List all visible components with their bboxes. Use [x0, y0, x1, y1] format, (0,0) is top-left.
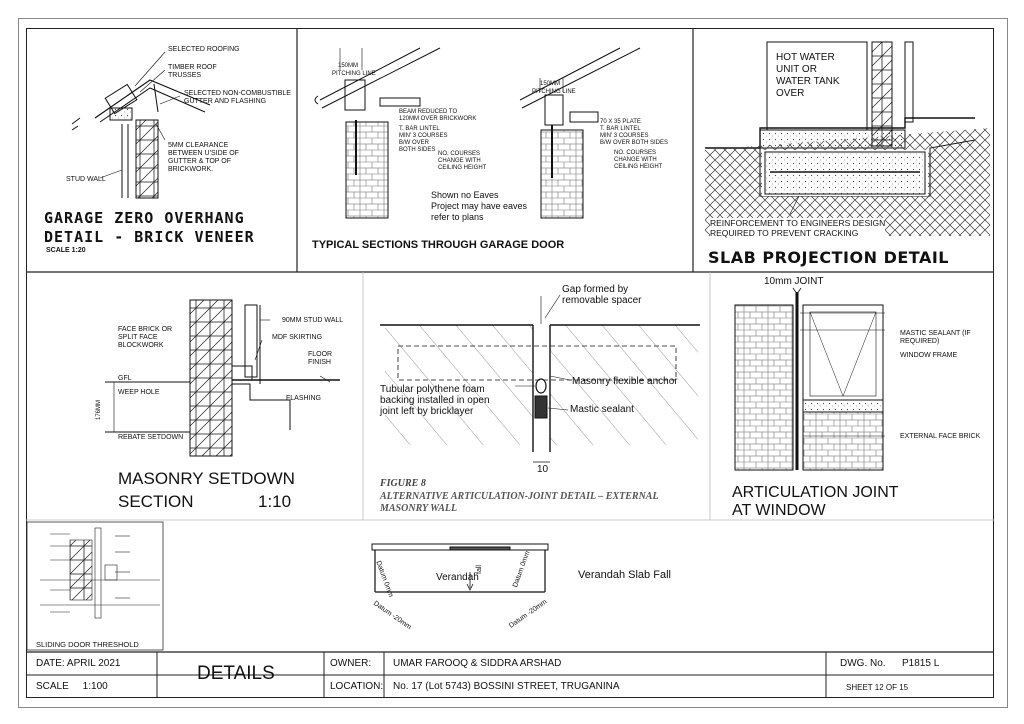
- tb-date: DATE: APRIL 2021: [36, 658, 121, 669]
- garage-title-line1: GARAGE ZERO OVERHANG: [44, 209, 245, 227]
- pitching-line-right: PITCHING LINE: [532, 89, 576, 95]
- label-flashing: FLASHING: [286, 395, 322, 402]
- tb-dwg-label: DWG. No.: [840, 658, 886, 669]
- dim-right: 150mm: [540, 81, 561, 87]
- label-stud-90: 90mm STUD WALL: [282, 317, 344, 324]
- label-plate: 70 x 35 PLATE: [600, 119, 641, 125]
- label-weep-hole: WEEP HOLE: [118, 389, 160, 396]
- label-foam: Tubular polythene foam backing installed…: [380, 384, 490, 417]
- label-rebate: REBATE SETDOWN: [118, 434, 184, 441]
- setdown-title-line2: SECTION: [118, 492, 194, 511]
- dim-left: 150mm: [338, 63, 359, 69]
- setdown-title-line1: MASONRY SETDOWN: [118, 469, 295, 488]
- articulation-title-line2: AT WINDOW: [732, 502, 826, 519]
- label-face-brick: FACE BRICK OR SPLIT FACE BLOCKWORK: [118, 326, 173, 349]
- dim-10: 10: [537, 464, 549, 475]
- slab-title: SLAB PROJECTION DETAIL: [708, 248, 949, 267]
- label-clearance: 5mm CLEARANCE BETWEEN U'SIDE OF GUTTER &…: [168, 142, 239, 173]
- label-gfl: GFL: [118, 375, 132, 382]
- label-lintel-left: T. BAR LINTEL MIN' 3 COURSES B/W OVER BO…: [399, 126, 448, 153]
- label-trusses: TIMBER ROOF TRUSSES: [168, 64, 217, 79]
- label-gutter: SELECTED NON-COMBUSTIBLE GUTTER AND FLAS…: [184, 90, 291, 105]
- tb-sheet-title: DETAILS: [197, 663, 275, 684]
- figure-number: FIGURE 8: [380, 478, 426, 489]
- sections-title: TYPICAL SECTIONS THROUGH GARAGE DOOR: [312, 239, 565, 251]
- garage-title-line2: DETAIL - BRICK VENEER: [44, 228, 255, 246]
- tb-location-value: No. 17 (Lot 5743) BOSSINI STREET, TRUGAN…: [393, 681, 620, 692]
- verandah-label: Verandah: [436, 572, 479, 583]
- label-skirting: MDF SKIRTING: [272, 334, 323, 341]
- label-stud-wall: STUD WALL: [66, 176, 106, 183]
- figure-caption: ALTERNATIVE ARTICULATION-JOINT DETAIL – …: [380, 491, 659, 514]
- label-10mm-joint: 10mm JOINT: [764, 276, 824, 287]
- dim-176: 176mm: [96, 399, 102, 420]
- sheet-border: [26, 28, 994, 698]
- fall-label: fall: [476, 565, 483, 574]
- verandah-title: Verandah Slab Fall: [578, 569, 671, 581]
- tb-scale: SCALE 1:100: [36, 681, 108, 692]
- label-floor-finish: FLOOR FINISH: [308, 351, 333, 366]
- label-mastic: Mastic sealant: [570, 404, 634, 415]
- tb-dwg-value: P1815 L: [902, 658, 940, 669]
- eaves-note: Shown no Eaves Project may have eaves re…: [431, 190, 528, 222]
- label-mastic-sealant: MASTIC SEALANT (IF REQUIRED): [900, 330, 971, 345]
- label-lintel-right: T. BAR LINTEL MIN' 3 COURSES B/W OVER BO…: [600, 126, 669, 146]
- label-anchor: Masonry flexible anchor: [572, 376, 678, 387]
- hot-water-label: HOT WATER UNIT OR WATER TANK OVER: [776, 52, 840, 99]
- tb-owner-label: OWNER:: [330, 658, 372, 669]
- label-beam: BEAM REDUCED TO 120mm OVER BRICKWORK: [399, 109, 477, 122]
- label-gap: Gap formed by removable spacer: [562, 284, 642, 306]
- garage-scale: SCALE 1:20: [46, 247, 86, 254]
- label-window-frame: WINDOW FRAME: [900, 352, 958, 359]
- threshold-title: SLIDING DOOR THRESHOLD: [36, 640, 139, 649]
- label-roofing: SELECTED ROOFING: [168, 46, 240, 53]
- setdown-scale: 1:10: [258, 492, 292, 511]
- label-courses-right: No. COURSES CHANGE WITH CEILING HEIGHT: [614, 150, 663, 170]
- tb-sheet-number: SHEET 12 OF 15: [846, 683, 909, 692]
- sheet-border-outer: [18, 18, 1008, 708]
- label-external-brick: EXTERNAL FACE BRICK: [900, 433, 981, 440]
- articulation-title-line1: ARTICULATION JOINT: [732, 484, 899, 501]
- tb-owner-value: UMAR FAROOQ & SIDDRA ARSHAD: [393, 658, 562, 669]
- tb-location-label: LOCATION:: [330, 681, 384, 692]
- pitching-line-left: PITCHING LINE: [332, 71, 376, 77]
- reinforcement-label: REINFORCEMENT TO ENGINEERS DESIGN REQUIR…: [710, 218, 886, 238]
- label-courses-left: No. COURSES CHANGE WITH CEILING HEIGHT: [438, 151, 487, 171]
